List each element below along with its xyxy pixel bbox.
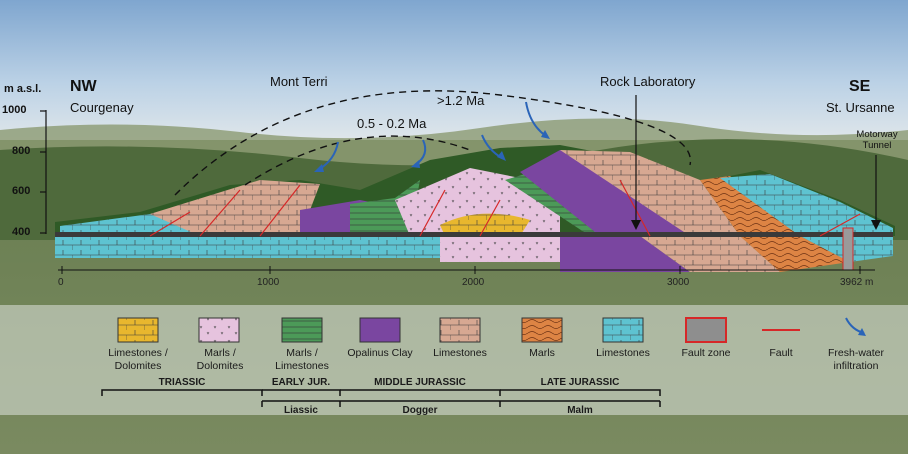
legend-swatches (117, 317, 866, 343)
period-triassic: TRIASSIC (158, 377, 206, 388)
tunnel-level-line (55, 232, 893, 237)
motorway-tunnel-label: Motorway Tunnel (856, 129, 898, 151)
faults (149, 179, 861, 237)
legend-label-malm-marl: Marls (529, 347, 555, 359)
x-tick-3000: 3000 (667, 277, 690, 288)
courgenay-label: Courgenay (70, 100, 134, 115)
rock-laboratory-label: Rock Laboratory (600, 74, 696, 89)
legend-label-opalinus: Opalinus Clay (347, 347, 413, 359)
section-body (60, 150, 893, 236)
x-tick-2000: 2000 (462, 277, 485, 288)
series-dogger: Dogger (402, 405, 438, 416)
legend-label-infiltration: Fresh-water infiltration (827, 347, 884, 372)
y-tick-400: 400 (12, 226, 31, 238)
age-inner-label: 0.5 - 0.2 Ma (357, 116, 427, 131)
mont-terri-label: Mont Terri (270, 74, 328, 89)
strat-brackets (101, 389, 661, 407)
fault-zone-marker (842, 227, 854, 271)
period-early-jurassic: EARLY JUR. (271, 377, 331, 388)
y-tick-600: 600 (12, 185, 31, 197)
series-liassic: Liassic (284, 405, 318, 416)
x-tick-0: 0 (58, 277, 64, 288)
period-late-jurassic: LATE JURASSIC (540, 377, 620, 388)
legend-label-fault-zone: Fault zone (681, 347, 731, 359)
y-tick-1000: 1000 (2, 104, 27, 116)
arc-inner (244, 135, 471, 186)
lower-slab (55, 232, 893, 272)
legend-label-fault: Fault (769, 347, 793, 359)
st-ursanne-label: St. Ursanne (826, 100, 895, 115)
se-label: SE (849, 78, 871, 95)
nw-label: NW (70, 78, 97, 95)
x-tick-3962: 3962 m (840, 277, 874, 288)
legend-label-dogger-limestone: Limestones (433, 347, 487, 359)
sky (0, 0, 908, 140)
y-tick-800: 800 (12, 145, 31, 157)
legend-label-marl-limestone: Marls / Limestones (275, 347, 329, 372)
y-axis-unit: m a.s.l. (4, 83, 42, 95)
arc-outer (174, 90, 692, 196)
period-middle-jurassic: MIDDLE JURASSIC (374, 377, 466, 388)
unit-opalinus-east (520, 150, 690, 236)
legend-label-malm-limestone: Limestones (596, 347, 650, 359)
legend-label-marl-dolomite: Marls / Dolomites (196, 347, 244, 372)
x-tick-1000: 1000 (257, 277, 280, 288)
legend-label-limestone-dolomite: Limestones / Dolomites (108, 347, 168, 372)
swatch-opalinus (359, 317, 401, 343)
series-malm: Malm (567, 405, 593, 416)
swatch-fault-zone (685, 317, 727, 343)
age-outer-label: >1.2 Ma (437, 93, 485, 108)
